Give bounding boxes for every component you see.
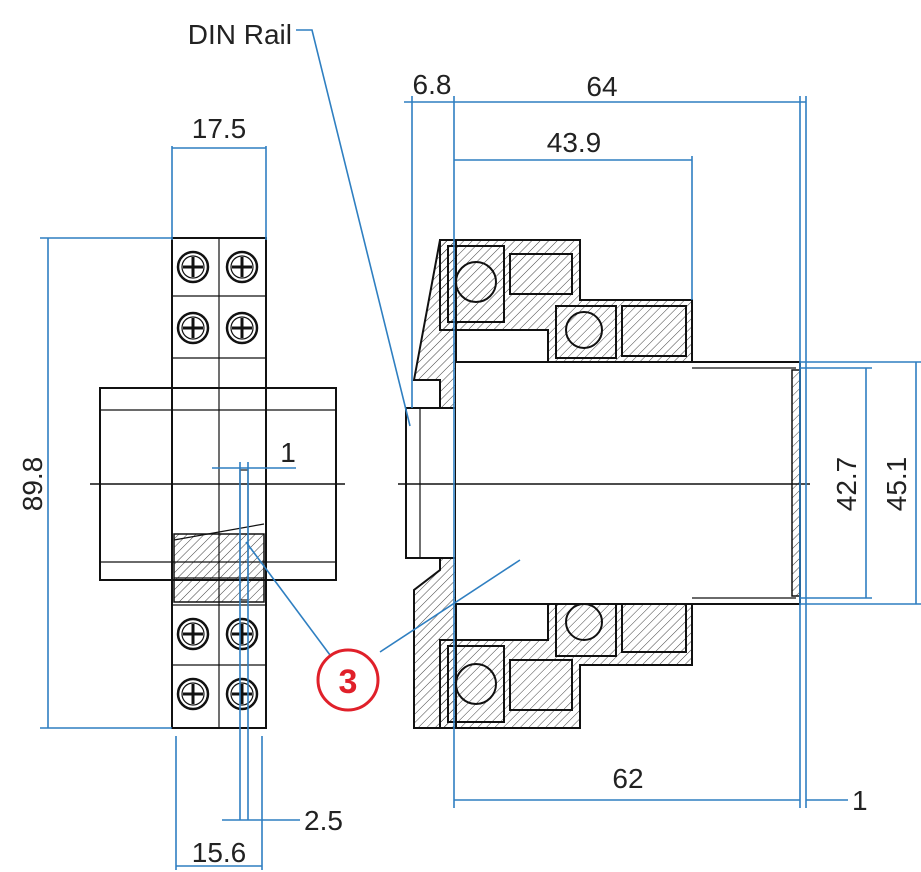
dim-6-8: 6.8 — [413, 69, 452, 100]
terminal-screw — [176, 250, 210, 284]
dim-89-8: 89.8 — [17, 457, 48, 512]
dim-43-9: 43.9 — [547, 127, 602, 158]
dim-42-7: 42.7 — [831, 457, 862, 512]
dimension-lines — [40, 29, 921, 870]
terminal-screw — [225, 617, 259, 651]
side-view — [398, 239, 810, 729]
dim-17-5: 17.5 — [192, 113, 247, 144]
callout-number: 3 — [339, 663, 358, 701]
dim-2-5: 2.5 — [304, 805, 343, 836]
din-rail-profile — [405, 407, 457, 559]
dim-64: 64 — [586, 71, 617, 102]
terminal-screw — [225, 677, 259, 711]
terminal-screw — [176, 617, 210, 651]
dim-45-1: 45.1 — [881, 457, 912, 512]
din-rail-label: DIN Rail — [188, 19, 292, 50]
dim-1-front: 1 — [280, 437, 296, 468]
front-latch — [173, 533, 265, 603]
dim-15-6: 15.6 — [192, 837, 247, 868]
dimension-labels: DIN Rail 17.5 89.8 1 15.6 2.5 6.8 64 43.… — [17, 19, 912, 868]
dim-62: 62 — [612, 763, 643, 794]
terminal-screw — [225, 250, 259, 284]
callout-circle — [316, 648, 380, 712]
callout-3: 3 — [316, 648, 380, 712]
dim-1-right: 1 — [852, 785, 868, 816]
terminal-screw — [176, 677, 210, 711]
terminal-screw — [176, 311, 210, 345]
front-view — [90, 237, 345, 729]
terminal-screw — [225, 311, 259, 345]
